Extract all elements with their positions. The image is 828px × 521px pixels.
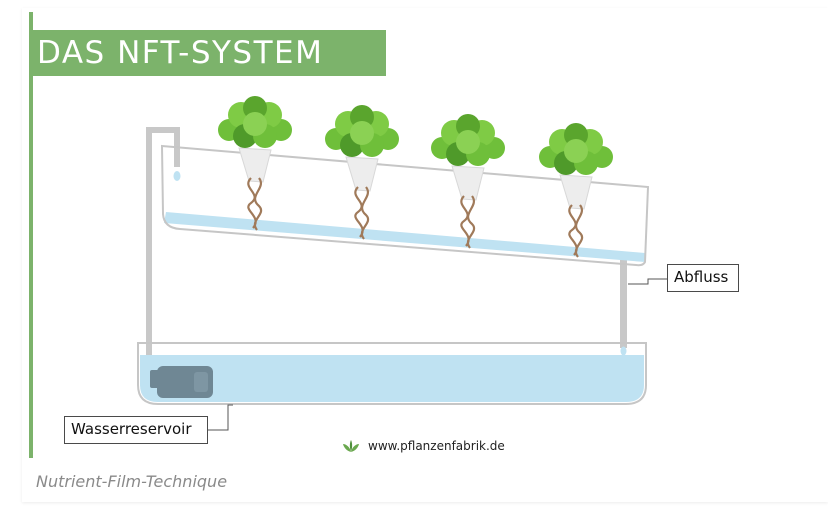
leaf-icon [218, 96, 292, 148]
reservoir-leader-line [208, 404, 233, 431]
drain-label: Abfluss [667, 264, 739, 292]
website-credit: www.pflanzenfabrik.de [342, 436, 505, 456]
water-drop-icon [173, 171, 181, 181]
plant [539, 123, 613, 258]
leaf-icon [431, 114, 505, 166]
drain-pipe [620, 258, 627, 356]
plant [218, 96, 292, 231]
water-reservoir [137, 342, 647, 405]
website-url: www.pflanzenfabrik.de [368, 439, 505, 453]
leaf-icon [325, 105, 399, 157]
pump [150, 366, 213, 398]
sprout-icon [343, 440, 359, 452]
plant [431, 114, 505, 249]
nft-channel [160, 144, 650, 267]
reservoir-label: Wasserreservoir [64, 416, 208, 444]
leaf-icon [539, 123, 613, 175]
water-drop-icon [620, 346, 627, 356]
accent-bar [29, 12, 33, 458]
figure-caption: Nutrient-Film-Technique [36, 472, 228, 491]
diagram-title: DAS NFT-SYSTEM [33, 30, 386, 76]
plant [325, 105, 399, 240]
drain-leader-line [628, 278, 667, 285]
